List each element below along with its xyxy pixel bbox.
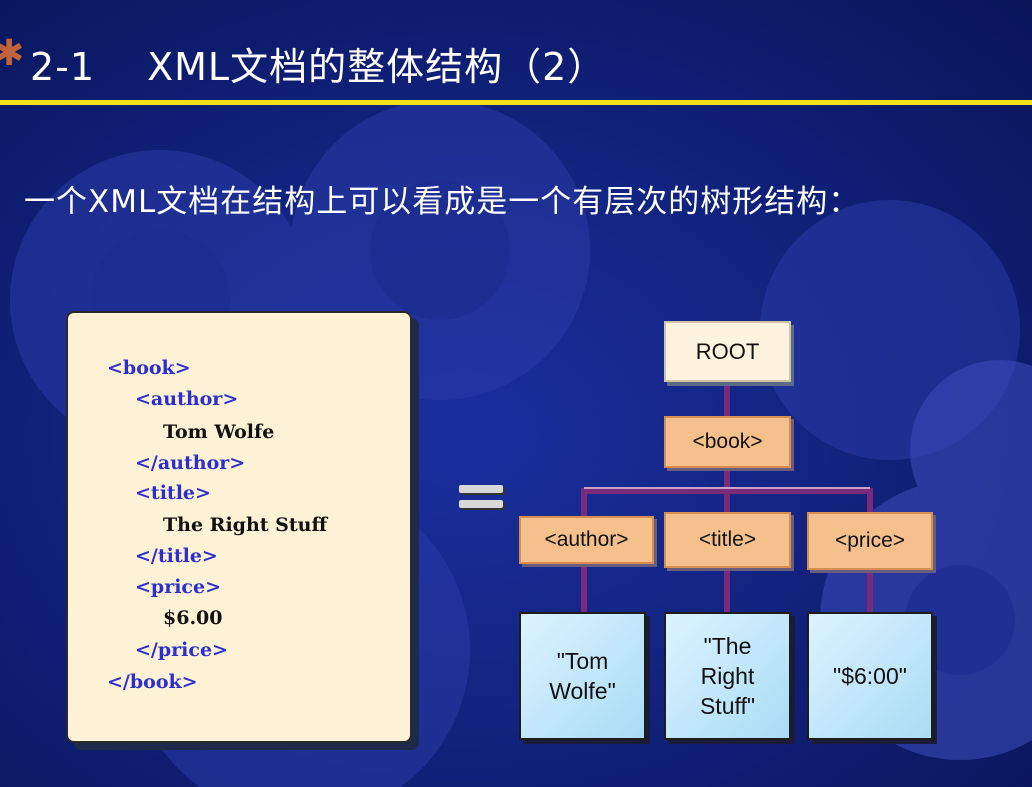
code-line-title-open: <title> xyxy=(135,482,211,504)
code-line-title-close: </title> xyxy=(135,545,218,567)
code-line-price-open: <price> xyxy=(135,576,222,598)
tree-node-price: <price> xyxy=(807,512,933,570)
title-number: 2-1 xyxy=(30,45,96,89)
tree-node-root: ROOT xyxy=(664,321,791,382)
decorative-gear-fragment: ✱ xyxy=(0,33,25,74)
tree-node-book: <book> xyxy=(664,416,791,468)
equals-sign xyxy=(459,483,503,511)
tree-leaf-price-value: "$6:00" xyxy=(807,612,933,740)
code-line-author-value: Tom Wolfe xyxy=(163,421,275,443)
code-line-title-value: The Right Stuff xyxy=(163,514,328,536)
title-text: XML文档的整体结构（2） xyxy=(147,45,607,89)
title-underline xyxy=(0,100,1032,105)
slide-title: 2-1 XML文档的整体结构（2） xyxy=(30,36,606,91)
code-line-book-close: </book> xyxy=(107,671,198,693)
code-line-price-value: $6.00 xyxy=(163,607,223,629)
code-line-author-open: <author> xyxy=(135,388,239,410)
code-line-price-close: </price> xyxy=(135,639,228,661)
xml-code-card xyxy=(66,311,412,743)
tree-leaf-author-value: "Tom Wolfe" xyxy=(519,612,646,740)
tree-node-title: <title> xyxy=(664,512,791,568)
tree-leaf-title-value: "The Right Stuff" xyxy=(664,612,791,740)
code-line-author-close: </author> xyxy=(135,452,246,474)
code-line-book-open: <book> xyxy=(107,357,191,379)
subtitle: 一个XML文档在结构上可以看成是一个有层次的树形结构： xyxy=(24,184,861,220)
tree-node-author: <author> xyxy=(519,516,654,564)
